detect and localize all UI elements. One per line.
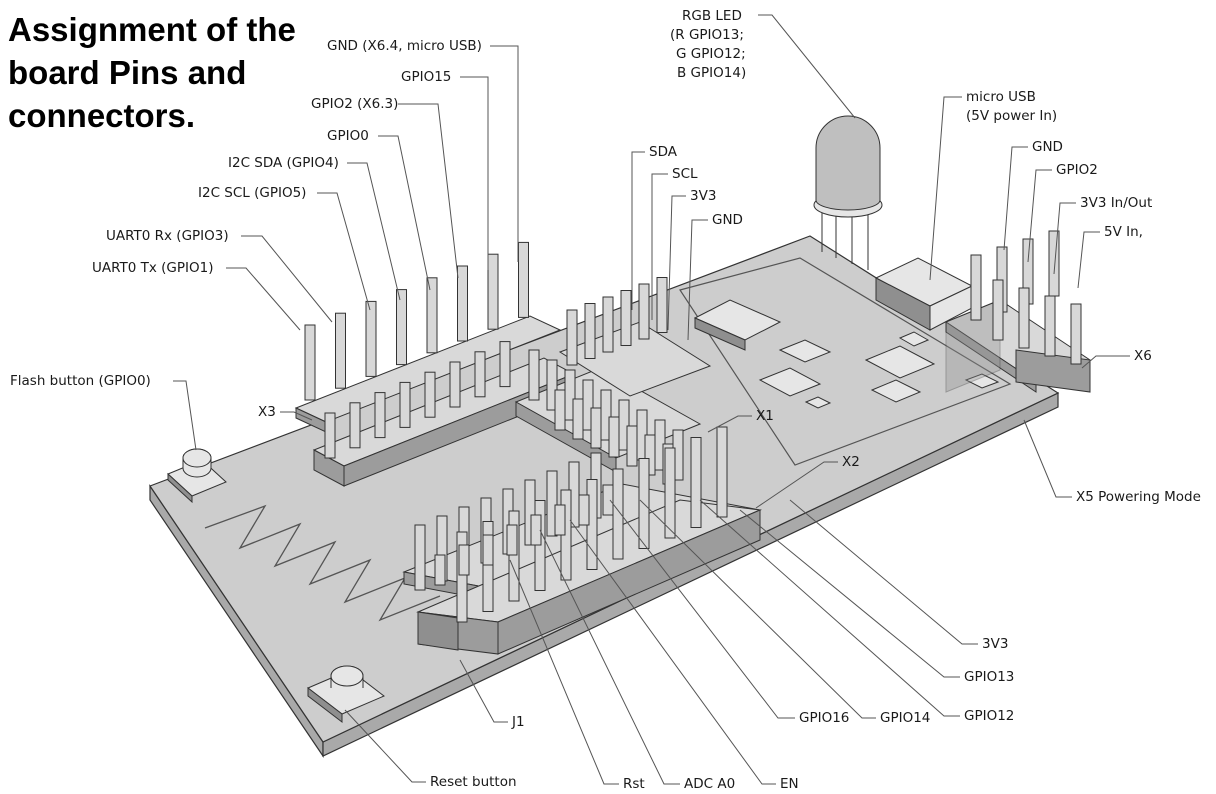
header-pin: [325, 413, 335, 458]
header-pin: [567, 310, 577, 365]
label-x6-gpio2: GPIO2: [1056, 162, 1098, 178]
label-adc: ADC A0: [684, 776, 735, 792]
header-pin: [350, 403, 360, 448]
header-pin: [573, 399, 583, 439]
label-gpio14: GPIO14: [880, 710, 930, 726]
label-3v3-top: 3V3: [690, 188, 716, 204]
label-micro-usb: micro USB: [966, 89, 1036, 105]
label-gpio13: GPIO13: [964, 669, 1014, 685]
header-pin: [603, 485, 613, 515]
label-x3: X3: [258, 404, 276, 420]
header-pin: [507, 525, 517, 555]
header-pin: [657, 278, 667, 333]
header-pin: [400, 382, 410, 427]
header-pin: [1045, 296, 1055, 356]
header-pin: [375, 393, 385, 438]
header-pin: [603, 297, 613, 352]
header-pin: [591, 408, 601, 448]
label-gpio16: GPIO16: [799, 710, 849, 726]
header-pin: [555, 390, 565, 430]
label-sda: SDA: [649, 144, 678, 160]
header-pin: [971, 255, 981, 320]
label-gnd-x64: GND (X6.4, micro USB): [327, 38, 482, 54]
header-pin: [627, 426, 637, 466]
header-pin: [500, 342, 510, 387]
label-x2: X2: [842, 454, 860, 470]
header-pin: [459, 545, 469, 575]
header-pin: [488, 254, 498, 329]
label-reset-button: Reset button: [430, 774, 517, 790]
header-pin: [425, 372, 435, 417]
label-gpio2-x63: GPIO2 (X6.3): [311, 96, 398, 112]
header-pin: [665, 448, 675, 538]
header-x6: [946, 300, 1090, 392]
label-x6-3v3: 3V3 In/Out: [1080, 195, 1152, 211]
label-rgb-led-b: B GPIO14): [677, 65, 746, 81]
header-pin: [717, 427, 727, 517]
header-pin: [555, 505, 565, 535]
header-pin: [639, 284, 649, 339]
header-pin: [1019, 288, 1029, 348]
label-gpio12: GPIO12: [964, 708, 1014, 724]
label-rgb-led-g: G GPIO12;: [676, 46, 746, 62]
header-pin: [579, 495, 589, 525]
header-pin: [450, 362, 460, 407]
header-pin: [585, 304, 595, 359]
header-pin: [483, 535, 493, 565]
label-3v3-bottom: 3V3: [982, 636, 1008, 652]
header-pin: [475, 352, 485, 397]
header-pin: [1049, 231, 1059, 296]
header-pin: [427, 278, 437, 353]
label-uart-tx: UART0 Tx (GPIO1): [92, 260, 214, 276]
header-pin: [305, 325, 315, 400]
header-pin: [415, 525, 425, 590]
header-pin: [691, 438, 701, 528]
label-en: EN: [780, 776, 799, 792]
header-pin: [993, 280, 1003, 340]
label-rgb-led-r: (R GPIO13;: [670, 27, 744, 43]
header-pin: [613, 469, 623, 559]
label-gnd-top: GND: [712, 212, 743, 228]
label-rst: Rst: [623, 776, 645, 792]
label-flash-button: Flash button (GPIO0): [10, 373, 151, 389]
label-uart-rx: UART0 Rx (GPIO3): [106, 228, 229, 244]
label-i2c-sda: I2C SDA (GPIO4): [228, 155, 339, 171]
label-x6: X6: [1134, 348, 1152, 364]
header-pin: [609, 417, 619, 457]
label-x1: X1: [756, 408, 774, 424]
header-pin: [529, 350, 539, 400]
label-rgb-led: RGB LED: [682, 8, 742, 24]
header-pin: [531, 515, 541, 545]
header-pin: [435, 555, 445, 585]
header-pin: [519, 242, 529, 317]
header-pin: [397, 290, 407, 365]
label-scl: SCL: [672, 166, 698, 182]
header-pin: [336, 313, 346, 388]
label-micro-usb-power: (5V power In): [966, 108, 1057, 124]
header-pin: [458, 266, 468, 341]
label-x6-5v: 5V In,: [1104, 224, 1143, 240]
label-gpio0: GPIO0: [327, 128, 369, 144]
header-pin: [1071, 304, 1081, 364]
label-x5: X5 Powering Mode: [1076, 489, 1201, 505]
label-j1: J1: [511, 714, 525, 730]
header-pin: [366, 301, 376, 376]
label-gpio15: GPIO15: [401, 69, 451, 85]
label-i2c-scl: I2C SCL (GPIO5): [198, 185, 306, 201]
header-pin: [621, 291, 631, 346]
label-x6-gnd: GND: [1032, 139, 1063, 155]
